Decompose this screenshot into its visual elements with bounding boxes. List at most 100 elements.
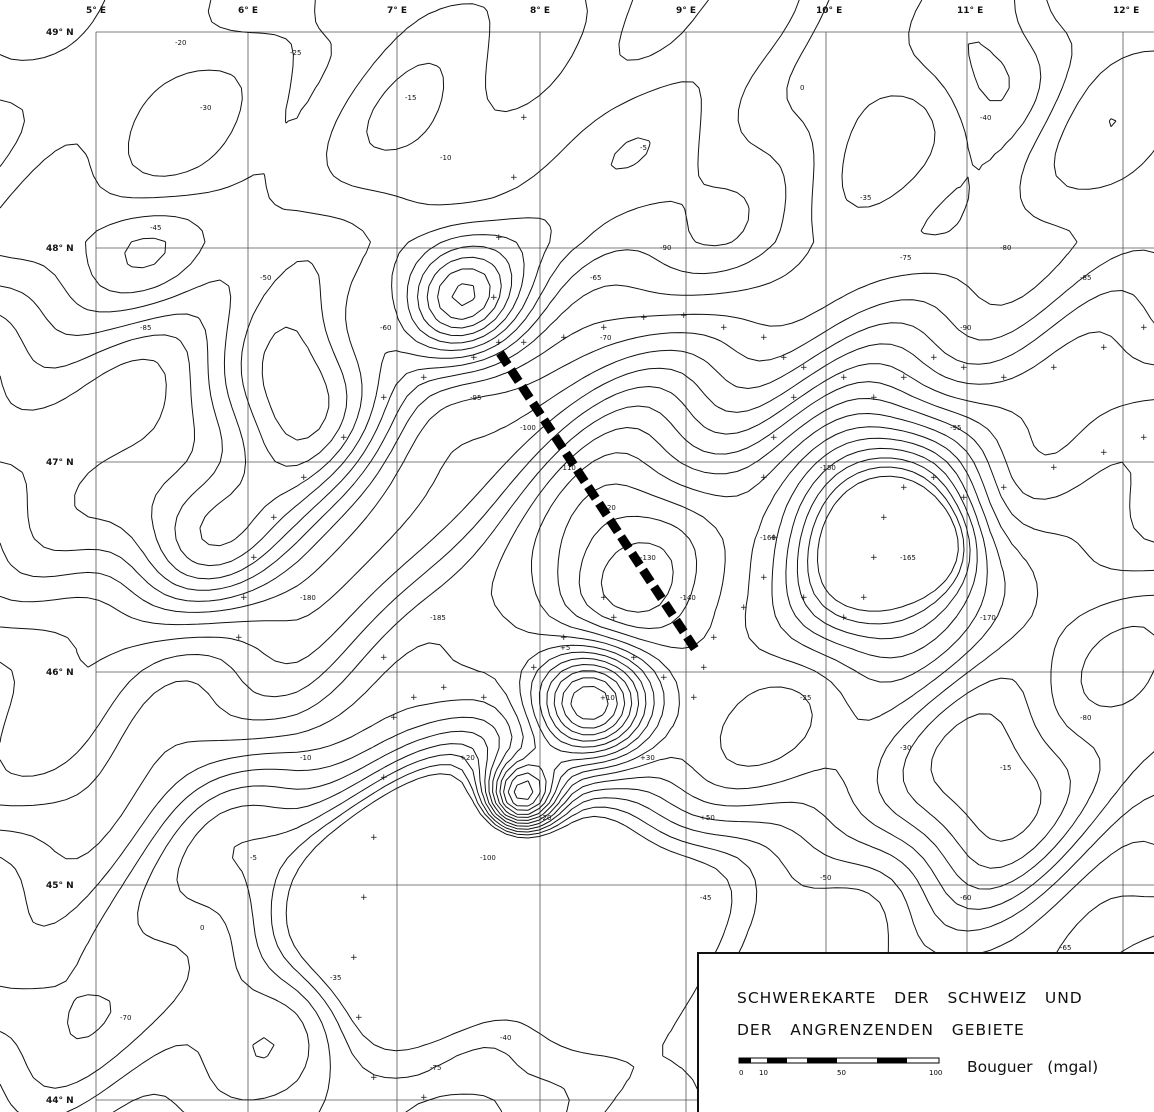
latitude-label: 49° N [46, 28, 74, 38]
longitude-label: 12° E [1113, 6, 1139, 16]
latitude-labels: 49° N48° N47° N46° N45° N44° N [46, 28, 74, 1106]
contour-value-label: -110 [560, 464, 576, 472]
border-marker: + [340, 433, 348, 443]
scale-label-50: 50 [837, 1069, 846, 1077]
border-marker: + [560, 633, 568, 643]
contour-value-label: -165 [900, 554, 916, 562]
scale-label-10: 10 [759, 1069, 768, 1077]
contour-value-label: -35 [330, 974, 341, 982]
contour-value-label: +50 [700, 814, 715, 822]
contour-value-label: -90 [960, 324, 971, 332]
border-marker: + [1000, 373, 1008, 383]
border-marker: + [790, 393, 798, 403]
longitude-label: 5° E [86, 6, 106, 16]
scale-label-100: 100 [929, 1069, 942, 1077]
border-marker: + [1100, 343, 1108, 353]
border-marker: + [300, 473, 308, 483]
contour-value-label: -100 [480, 854, 496, 862]
contour-value-label: -75 [430, 1064, 441, 1072]
border-marker: + [420, 1093, 428, 1103]
border-marker: + [860, 593, 868, 603]
contour-value-label: -80 [1000, 244, 1011, 252]
contour-value-label: -50 [260, 274, 271, 282]
contour-value-label: +20 [460, 754, 475, 762]
contour-value-label: -60 [960, 894, 971, 902]
border-marker: + [270, 513, 278, 523]
contour-value-label: 0 [200, 924, 204, 932]
border-marker: + [1050, 363, 1058, 373]
border-marker: + [770, 433, 778, 443]
contour-value-label: -25 [290, 49, 301, 57]
longitude-label: 8° E [530, 6, 550, 16]
scale-label-0: 0 [739, 1069, 743, 1077]
contour-value-labels: -20-25-30-15-10-50-35-40-45-50-60-65-70-… [120, 39, 1091, 1072]
contour-value-label: -15 [1000, 764, 1011, 772]
latitude-label: 44° N [46, 1096, 74, 1106]
border-marker: + [740, 603, 748, 613]
contour-value-label: -85 [1080, 274, 1091, 282]
border-marker: + [480, 693, 488, 703]
profile-line [496, 350, 701, 655]
border-marker: + [440, 683, 448, 693]
contour-value-label: -70 [120, 1014, 131, 1022]
border-marker: + [370, 1073, 378, 1083]
border-marker: + [1000, 483, 1008, 493]
border-marker: + [355, 1013, 363, 1023]
border-marker: + [420, 373, 428, 383]
map-title-line-2: DER ANGRENZENDEN GEBIETE [737, 1021, 1025, 1039]
border-marker: + [370, 833, 378, 843]
border-marker: + [960, 493, 968, 503]
border-marker: + [900, 483, 908, 493]
contour-value-label: -5 [640, 144, 647, 152]
contour-value-label: +10 [600, 694, 615, 702]
border-marker: + [495, 338, 503, 348]
border-marker: + [680, 311, 688, 321]
border-marker: + [640, 313, 648, 323]
border-marker: + [390, 713, 398, 723]
map-legend: SCHWEREKARTE DER SCHWEIZ UND DER ANGRENZ… [697, 952, 1154, 1112]
contour-value-label: -35 [860, 194, 871, 202]
border-marker: + [720, 323, 728, 333]
latitude-label: 48° N [46, 244, 74, 254]
contour-value-label: -70 [600, 334, 611, 342]
longitude-label: 11° E [957, 6, 983, 16]
country-borders: ++++++++++++++++++++++++++++++++++++++++… [235, 113, 1148, 1103]
border-marker: + [470, 353, 478, 363]
border-marker: + [760, 333, 768, 343]
contour-value-label: -15 [405, 94, 416, 102]
contour-value-label: -80 [1080, 714, 1091, 722]
contour-value-label: -45 [700, 894, 711, 902]
graticule [95, 31, 1154, 1112]
contour-value-label: -65 [1060, 944, 1071, 952]
border-marker: + [760, 473, 768, 483]
scale-bar: 0 10 50 100 [738, 1057, 942, 1077]
border-marker: + [870, 553, 878, 563]
border-marker: + [760, 573, 768, 583]
contour-value-label: -120 [600, 504, 616, 512]
latitude-label: 47° N [46, 458, 74, 468]
border-marker: + [520, 113, 528, 123]
border-marker: + [520, 338, 528, 348]
border-marker: + [560, 333, 568, 343]
contour-value-label: -40 [980, 114, 991, 122]
border-marker: + [380, 773, 388, 783]
contour-value-label: -30 [900, 744, 911, 752]
border-marker: + [380, 393, 388, 403]
contour-value-label: +5 [560, 644, 570, 652]
border-marker: + [490, 293, 498, 303]
longitude-label: 9° E [676, 6, 696, 16]
border-marker: + [660, 673, 668, 683]
contour-value-label: -45 [150, 224, 161, 232]
contour-value-label: -10 [300, 754, 311, 762]
contour-value-label: -20 [540, 814, 551, 822]
border-marker: + [250, 553, 258, 563]
latitude-label: 46° N [46, 668, 74, 678]
border-marker: + [495, 233, 503, 243]
contour-value-label: -95 [950, 424, 961, 432]
contour-value-label: -20 [175, 39, 186, 47]
contour-value-label: -40 [500, 1034, 511, 1042]
contour-value-label: -185 [430, 614, 446, 622]
contour-value-label: -100 [520, 424, 536, 432]
contour-value-label: -180 [300, 594, 316, 602]
